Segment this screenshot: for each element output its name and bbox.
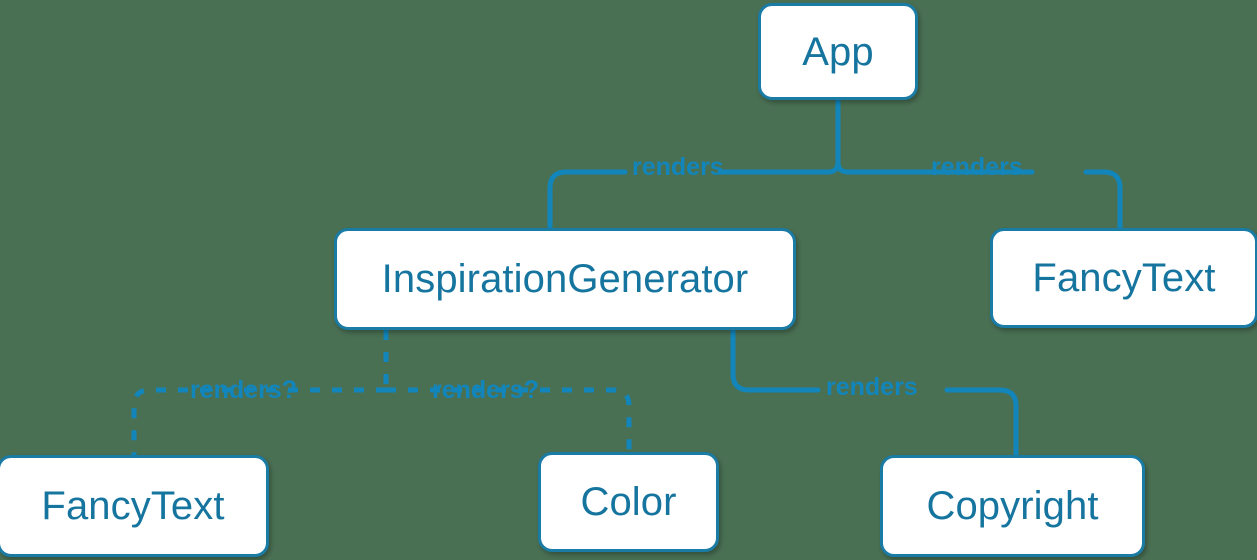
edge-label-inspirationgenerator-copyright: renders bbox=[826, 373, 918, 401]
edge-copyright-drop bbox=[944, 387, 1019, 458]
edge-label-app-inspirationgenerator: renders bbox=[632, 153, 724, 181]
edge-app-stem bbox=[717, 97, 841, 175]
node-fancytext-top-label: FancyText bbox=[1032, 256, 1216, 300]
node-copyright[interactable]: Copyright bbox=[880, 455, 1145, 557]
node-fancytext-bottom[interactable]: FancyText bbox=[0, 455, 269, 557]
edge-label-app-fancytext: renders bbox=[931, 153, 1023, 181]
edge-label-inspirationgenerator-color: renders? bbox=[432, 376, 539, 404]
node-copyright-label: Copyright bbox=[926, 484, 1099, 528]
node-app-label: App bbox=[802, 29, 874, 74]
node-fancytext-bottom-label: FancyText bbox=[41, 484, 225, 528]
node-inspirationgenerator[interactable]: InspirationGenerator bbox=[334, 228, 796, 330]
edge-label-inspirationgenerator-fancytext: renders? bbox=[190, 376, 297, 404]
node-inspirationgenerator-label: InspirationGenerator bbox=[381, 257, 749, 301]
node-fancytext-top[interactable]: FancyText bbox=[990, 228, 1257, 328]
node-app[interactable]: App bbox=[758, 3, 918, 100]
edge-app-to-fancytext bbox=[1083, 169, 1123, 231]
edge-app-to-inspirationgenerator bbox=[547, 169, 628, 231]
node-color-label: Color bbox=[580, 480, 677, 524]
node-color[interactable]: Color bbox=[538, 452, 719, 552]
edge-inspirationgenerator-to-copyright bbox=[730, 327, 821, 393]
